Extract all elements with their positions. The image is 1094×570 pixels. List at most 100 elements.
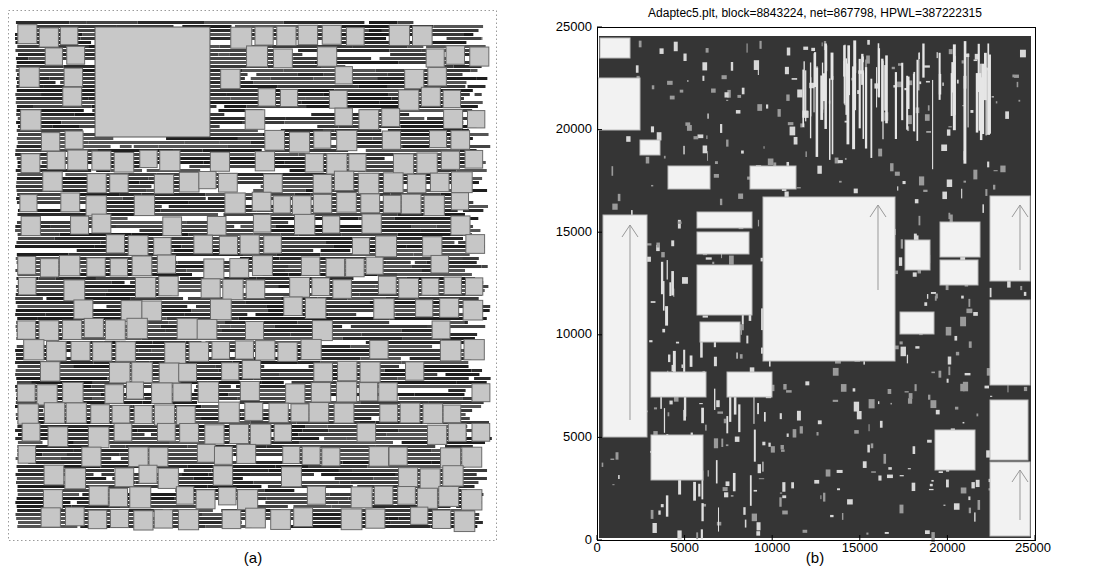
small-cell <box>722 75 727 79</box>
macro-block <box>335 67 352 84</box>
cell-column <box>854 47 856 110</box>
small-cell <box>702 76 704 81</box>
cell-row <box>16 57 28 60</box>
macro-block <box>640 140 660 155</box>
small-cell <box>674 42 678 52</box>
small-cell <box>793 429 797 437</box>
small-cell <box>726 140 728 147</box>
cell-row <box>138 21 204 24</box>
small-cell <box>757 104 762 111</box>
small-cell <box>677 530 681 539</box>
small-cell <box>892 67 895 69</box>
small-cell <box>927 294 928 299</box>
small-cell <box>779 497 781 506</box>
cell-row <box>299 437 319 440</box>
macro-block <box>21 110 41 130</box>
cell-row <box>277 85 358 88</box>
small-cell <box>891 403 892 405</box>
macro-block <box>201 279 220 298</box>
cell-row <box>399 397 463 400</box>
cell-column <box>754 430 756 462</box>
small-cell <box>968 299 970 307</box>
macro-block <box>440 340 461 361</box>
panel-b <box>597 27 1036 542</box>
cell-column <box>859 59 861 128</box>
small-cell <box>853 388 856 391</box>
small-cell <box>670 96 675 100</box>
small-cell <box>782 511 788 515</box>
small-cell <box>736 110 741 114</box>
macro-block <box>237 444 256 463</box>
small-cell <box>926 131 931 132</box>
cell-row <box>182 473 209 476</box>
small-cell <box>878 149 882 157</box>
cell-row <box>399 133 457 136</box>
macro-block <box>322 25 341 44</box>
small-cell <box>737 95 741 98</box>
small-cell <box>939 371 942 378</box>
small-cell <box>696 532 698 539</box>
macro-block <box>281 467 301 487</box>
macro-block <box>400 403 420 423</box>
macro-block <box>126 382 143 399</box>
small-cell <box>759 41 761 49</box>
macro-block <box>312 278 330 296</box>
macro-block <box>451 193 468 210</box>
small-cell <box>854 189 858 194</box>
cell-column <box>908 77 910 109</box>
cell-row <box>361 333 431 336</box>
cell-row <box>464 321 468 324</box>
macro-block <box>179 172 199 192</box>
small-cell <box>783 384 786 390</box>
macro-block <box>441 151 459 169</box>
macro-block <box>71 341 90 360</box>
macro-block <box>366 257 383 274</box>
small-cell <box>797 411 801 421</box>
macro-block <box>159 363 179 383</box>
small-cell <box>935 296 937 301</box>
orientation-arrow <box>622 225 638 237</box>
small-cell <box>947 379 949 383</box>
macro-block <box>399 468 418 487</box>
macro-block <box>603 215 647 437</box>
macro-block <box>130 487 151 508</box>
small-cell <box>639 41 642 48</box>
cell-column <box>701 408 704 423</box>
cell-column <box>824 44 827 129</box>
cell-row <box>420 229 452 232</box>
small-cell <box>602 463 604 467</box>
cell-column <box>683 410 686 421</box>
macro-block <box>430 173 449 192</box>
macro-block <box>465 278 482 295</box>
small-cell <box>792 78 798 80</box>
small-cell <box>928 395 930 400</box>
small-cell <box>912 483 916 491</box>
macro-block <box>905 240 930 270</box>
macro-block <box>207 216 226 235</box>
cell-row <box>262 381 284 384</box>
macro-block <box>314 131 331 148</box>
cell-row <box>257 505 288 508</box>
cell-row <box>133 341 152 344</box>
small-cell <box>887 475 893 479</box>
cell-column <box>831 53 834 80</box>
macro-block <box>313 194 331 212</box>
cell-row <box>254 81 343 84</box>
macro-block <box>134 406 152 424</box>
macro-block <box>668 166 710 189</box>
macro-block <box>60 27 78 45</box>
cell-column <box>932 80 933 169</box>
macro-block <box>139 465 157 483</box>
cell-column <box>984 53 987 100</box>
macro-block <box>245 110 265 130</box>
small-cell <box>651 510 654 519</box>
macro-block <box>157 255 175 273</box>
macro-block <box>346 28 364 46</box>
macro-block <box>115 468 134 487</box>
small-cell <box>758 220 759 227</box>
cell-column <box>700 341 703 358</box>
macro-block <box>337 130 357 150</box>
macro-block <box>84 318 103 337</box>
macro-block <box>426 49 444 67</box>
tick-mark <box>597 535 598 540</box>
